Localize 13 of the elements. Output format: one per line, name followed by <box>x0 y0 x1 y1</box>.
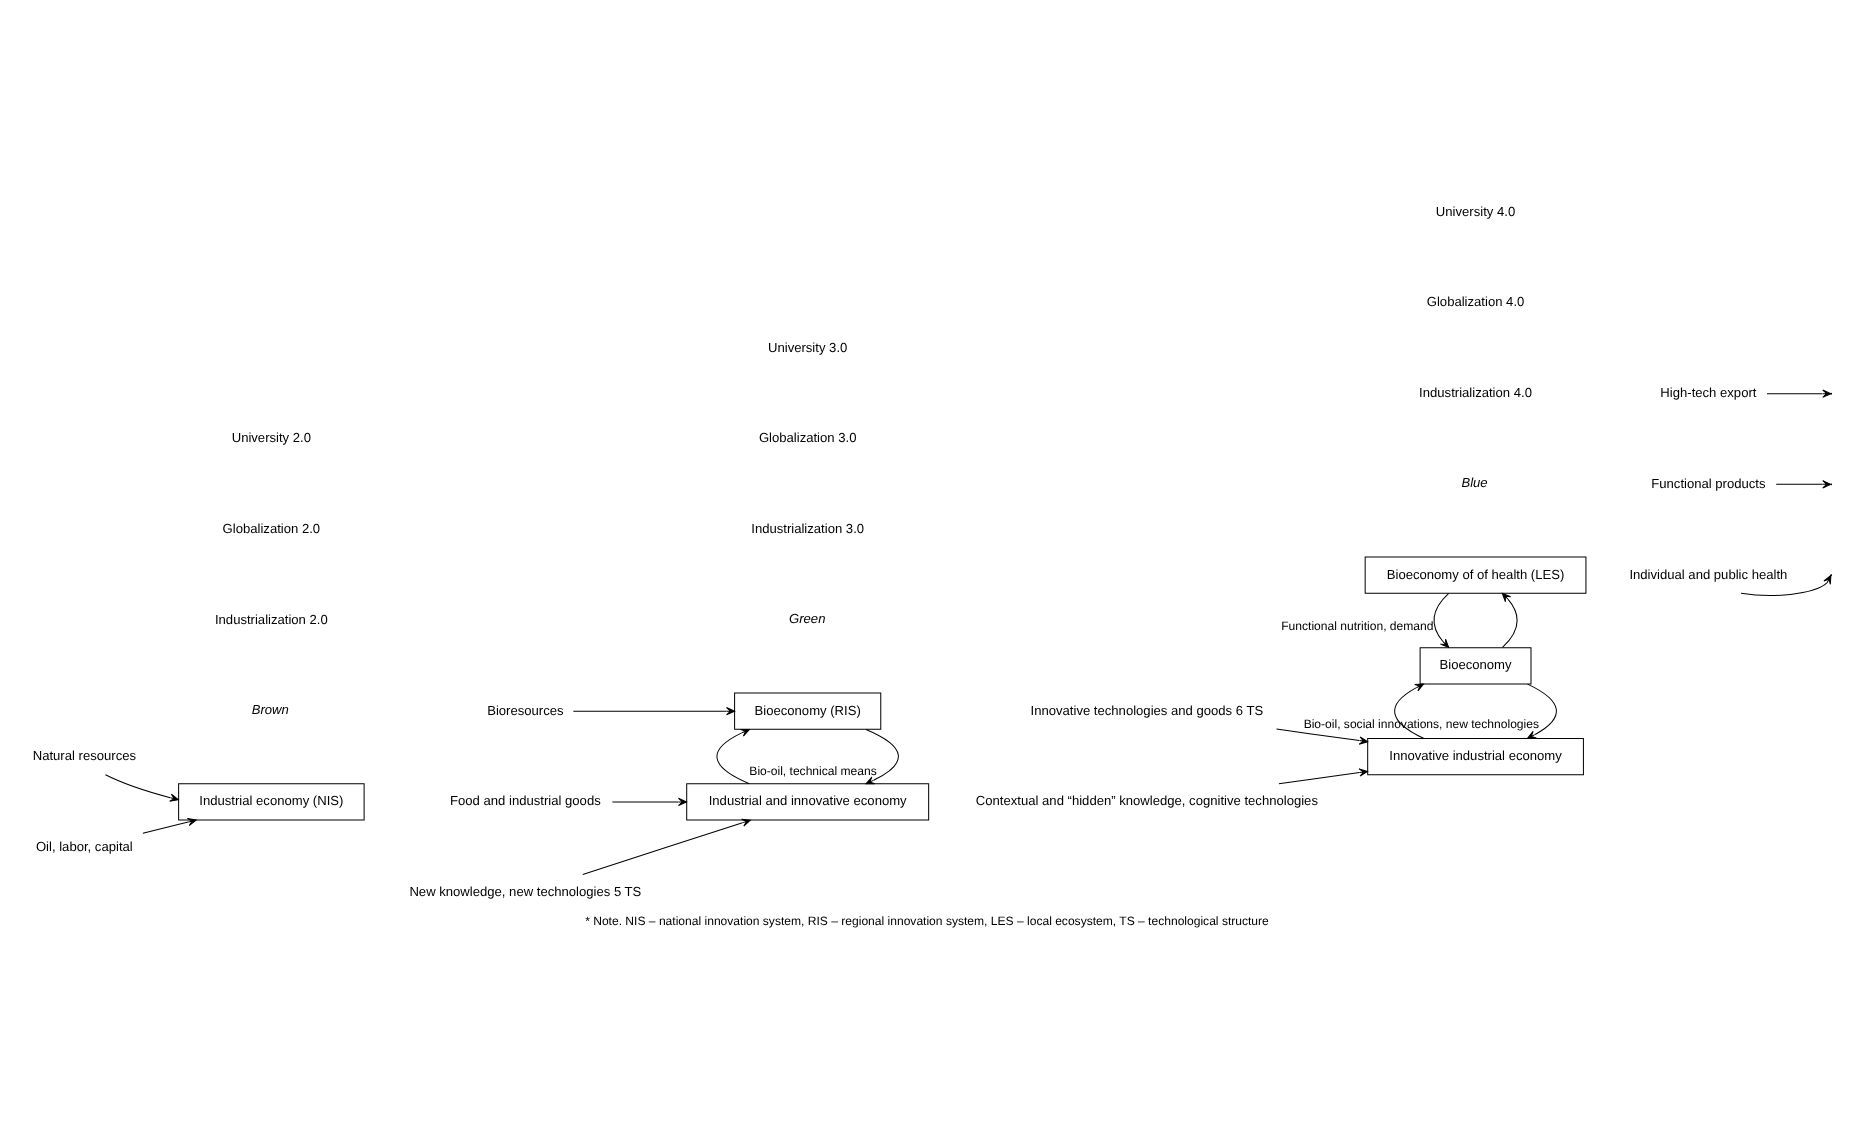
arrow <box>142 817 197 833</box>
arrow <box>1276 727 1369 744</box>
arrow <box>716 727 750 784</box>
arrow <box>865 727 899 784</box>
arrow <box>582 817 751 874</box>
arrow <box>105 773 179 801</box>
arrow <box>1278 767 1369 784</box>
arrow <box>1433 591 1450 647</box>
arrow <box>611 796 688 806</box>
arrow <box>1394 682 1425 738</box>
arrow <box>1501 591 1518 647</box>
arrow <box>572 706 736 715</box>
arrow <box>1527 682 1557 738</box>
